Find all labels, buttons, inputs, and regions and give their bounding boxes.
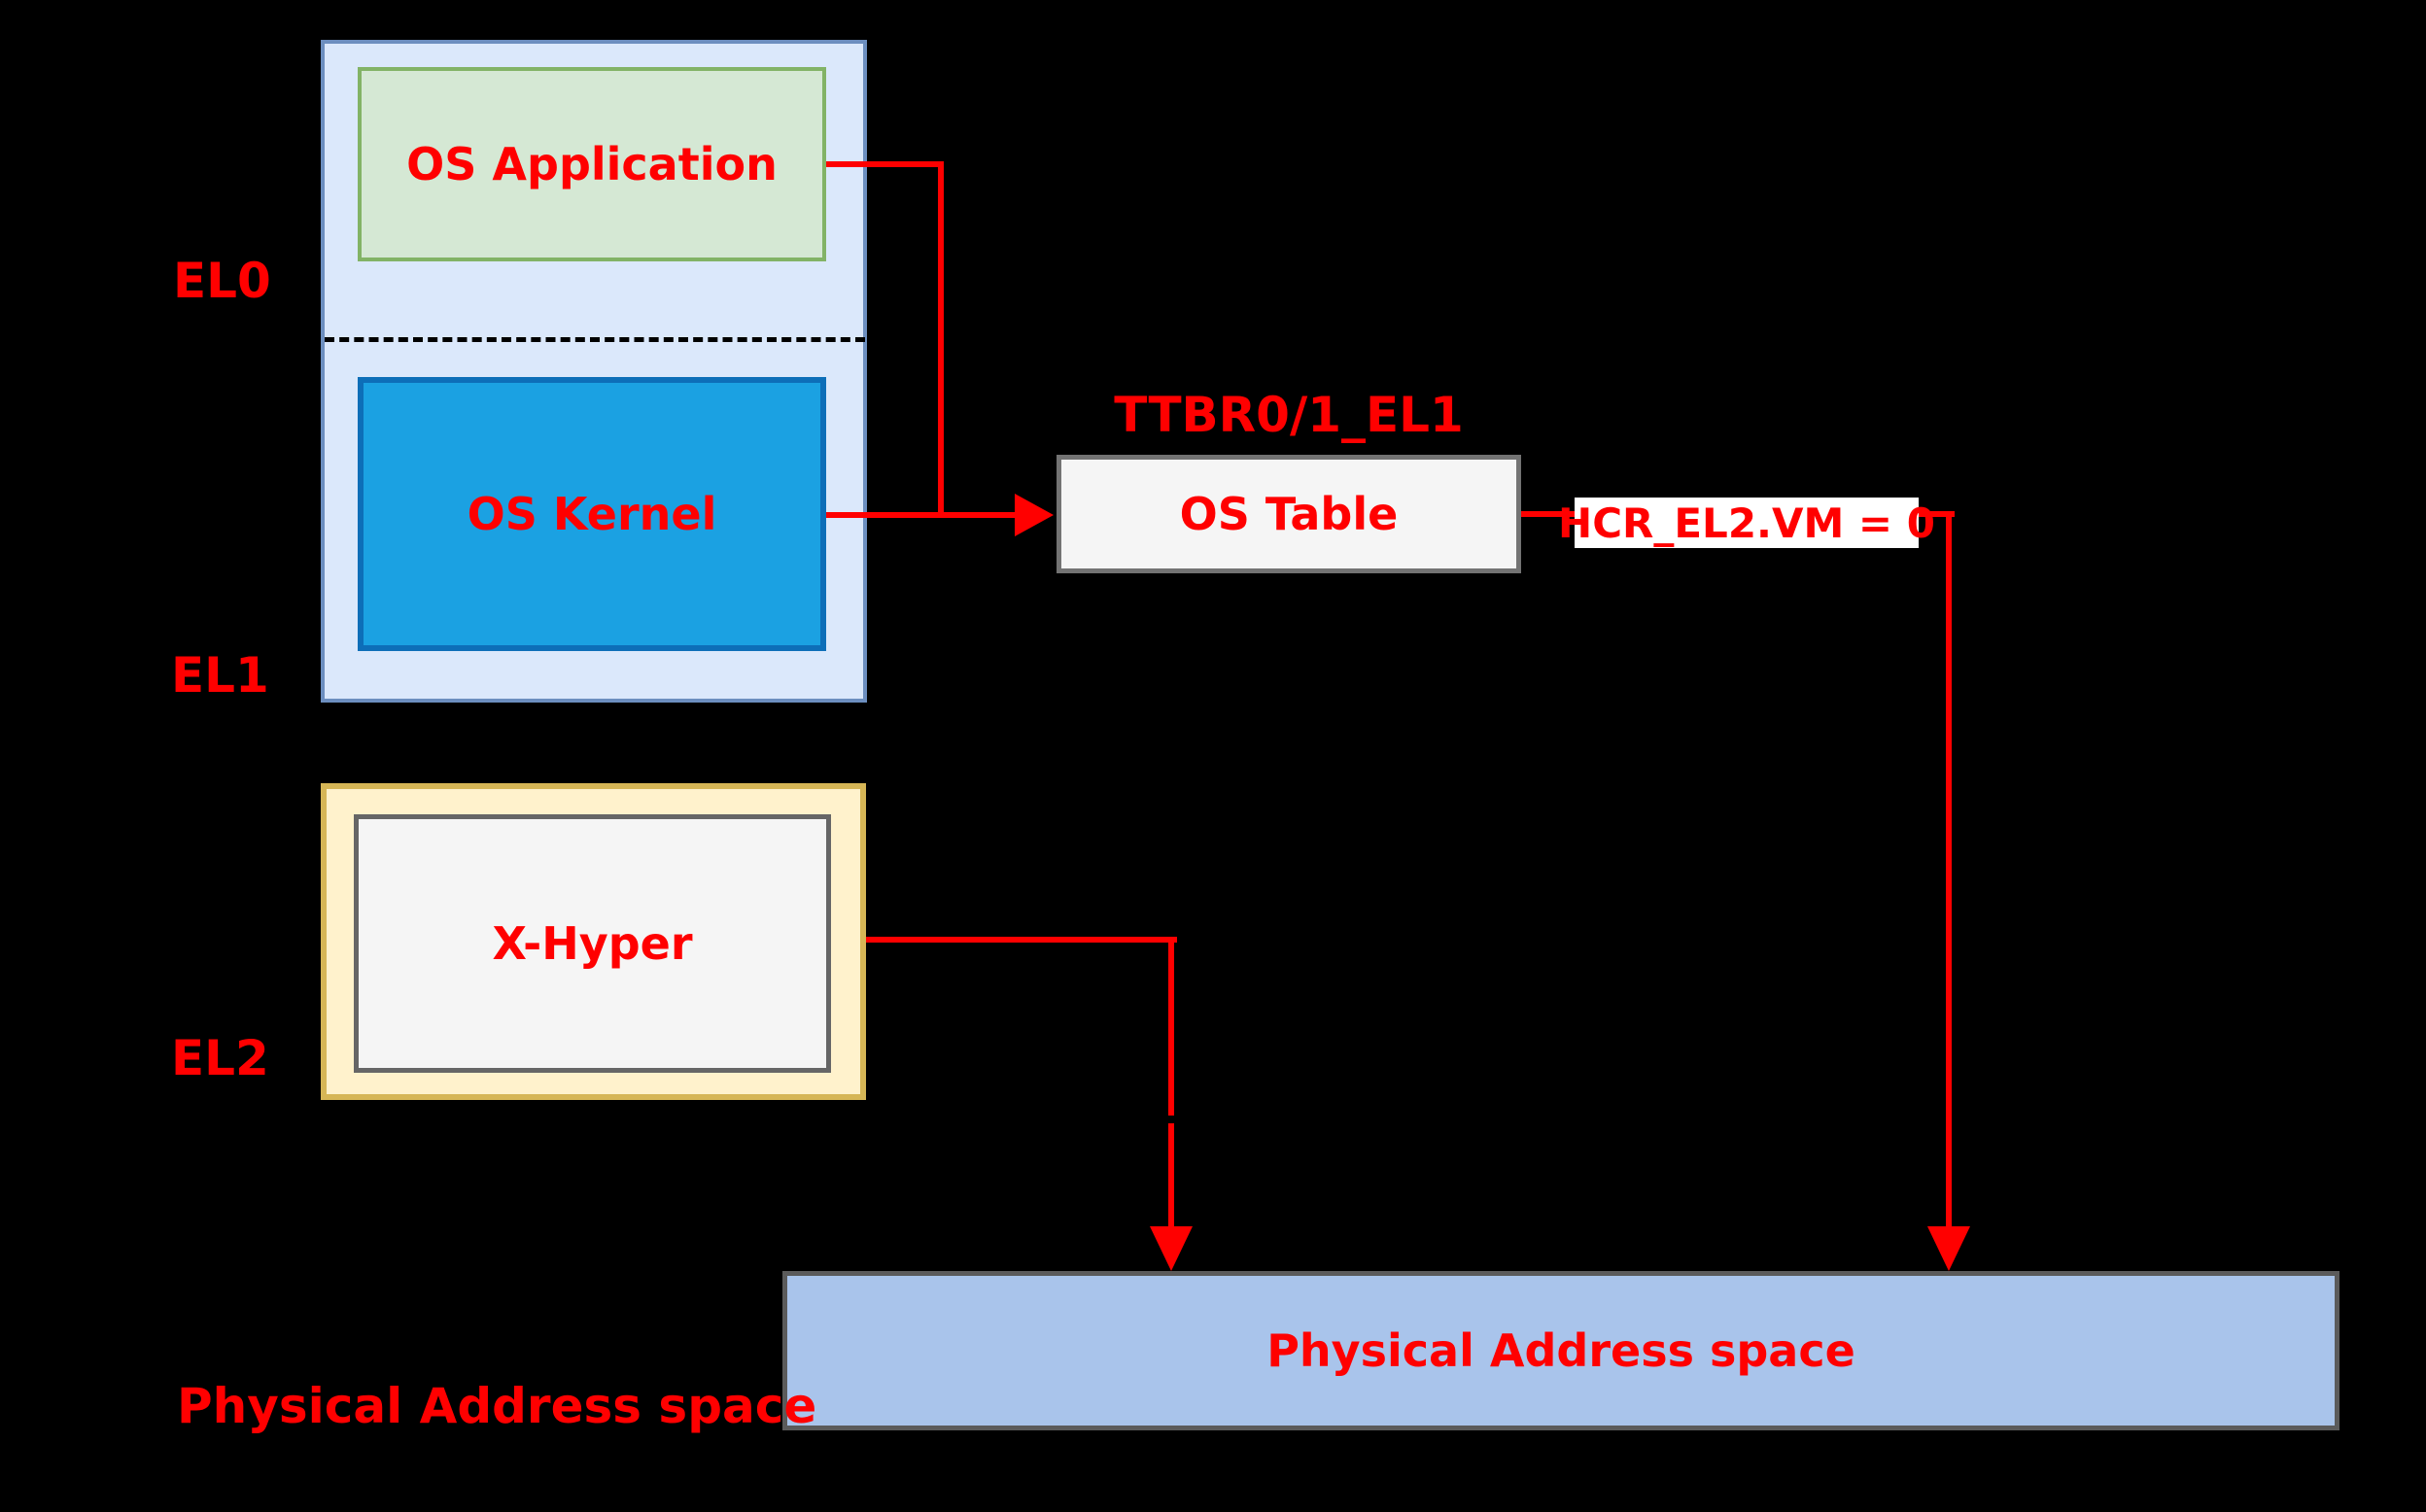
hcr-register-label: HCR_EL2.VM = 0 xyxy=(1558,498,1935,547)
os-application-label: OS Application xyxy=(406,138,778,190)
arrowhead-x-hyper-into-bar xyxy=(1150,1226,1193,1271)
el0-el1-dashed-separator xyxy=(325,337,865,342)
connector-hcr-down-to-bar xyxy=(1946,511,1952,1228)
el1-level-label: EL1 xyxy=(171,647,269,704)
arrowhead-hcr-into-bar xyxy=(1927,1226,1970,1271)
el0-level-label: EL0 xyxy=(173,253,271,309)
connector-os-application-vertical xyxy=(938,161,944,518)
os-table-label: OS Table xyxy=(1179,488,1399,540)
arrowhead-into-os-table xyxy=(1015,494,1054,536)
os-kernel-label: OS Kernel xyxy=(467,488,717,540)
connector-x-hyper-vertical-lower xyxy=(1168,1123,1174,1226)
physical-address-space-bar: Physical Address space xyxy=(782,1271,2339,1430)
os-table-box: OS Table xyxy=(1057,455,1521,573)
connector-os-application-horizontal xyxy=(826,161,944,167)
connector-x-hyper-vertical-upper xyxy=(1168,937,1174,1116)
connector-x-hyper-horizontal xyxy=(866,937,1177,943)
ttbr-register-label: TTBR0/1_EL1 xyxy=(1114,387,1464,443)
os-application-box: OS Application xyxy=(358,67,826,261)
os-kernel-box: OS Kernel xyxy=(358,377,826,651)
x-hyper-box: X-Hyper xyxy=(354,814,831,1073)
el2-level-label: EL2 xyxy=(171,1030,269,1086)
connector-os-kernel-to-os-table xyxy=(826,512,1017,518)
physical-address-space-axis-label: Physical Address space xyxy=(177,1378,817,1434)
x-hyper-label: X-Hyper xyxy=(492,917,693,970)
physical-address-space-bar-label: Physical Address space xyxy=(1266,1324,1855,1377)
hcr-register-label-box: HCR_EL2.VM = 0 xyxy=(1558,498,1935,548)
